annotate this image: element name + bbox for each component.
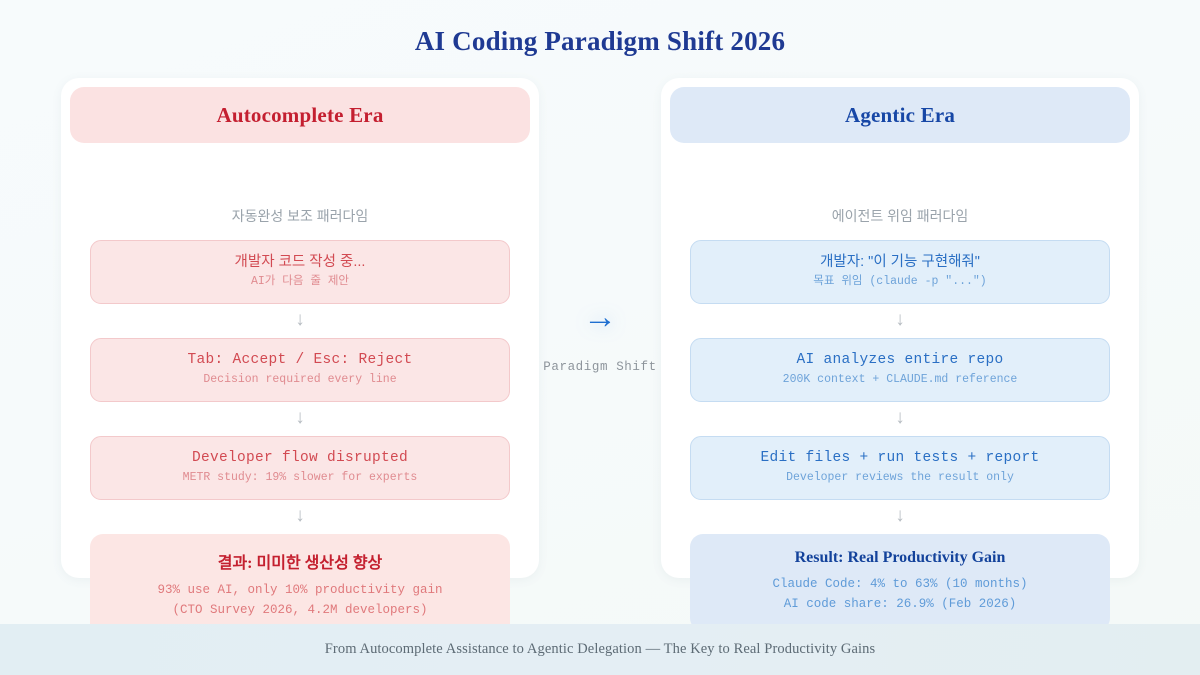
- step-sub-left-2: Decision required every line: [203, 373, 397, 387]
- step-main-left-2: Tab: Accept / Esc: Reject: [187, 352, 413, 369]
- panel-title-left: Autocomplete Era: [216, 102, 384, 127]
- step-box-left-2: Tab: Accept / Esc: Reject Decision requi…: [90, 338, 510, 403]
- step-main-left-1: 개발자 코드 작성 중...: [234, 254, 366, 270]
- flow-arrow-right-3: ↓: [895, 505, 905, 527]
- footer-band: From Autocomplete Assistance to Agentic …: [0, 624, 1200, 675]
- page-title: AI Coding Paradigm Shift 2026: [414, 26, 786, 56]
- step-box-left-3: Developer flow disrupted METR study: 19%…: [90, 436, 510, 501]
- panel-subtitle-left: 자동완성 보조 패러다임: [231, 208, 369, 224]
- result-box-left: 결과: 미미한 생산성 향상 93% use AI, only 10% prod…: [90, 534, 510, 637]
- result-title-left: 결과: 미미한 생산성 향상: [217, 555, 383, 573]
- paradigm-shift-transition: → Paradigm Shift: [539, 300, 661, 374]
- step-sub-left-1: AI가 다음 줄 제안: [251, 275, 349, 289]
- result-line-left-2: (CTO Survey 2026, 4.2M developers): [172, 602, 428, 617]
- panel-autocomplete-era: Autocomplete Era 자동완성 보조 패러다임 개발자 코드 작성 …: [61, 78, 539, 637]
- flow-arrow-right-1: ↓: [895, 309, 905, 331]
- flow-arrow-left-2: ↓: [295, 407, 305, 429]
- result-box-right: Result: Real Productivity Gain Claude Co…: [690, 534, 1110, 631]
- step-main-right-1: 개발자: "이 기능 구현해줘": [820, 254, 980, 270]
- panel-header-left: Autocomplete Era: [70, 87, 530, 143]
- step-main-right-2: AI analyzes entire repo: [796, 352, 1004, 369]
- flow-arrow-left-1: ↓: [295, 309, 305, 331]
- panel-agentic-era: Agentic Era 에이전트 위임 패러다임 개발자: "이 기능 구현해줘…: [661, 78, 1139, 631]
- right-arrow-icon: →: [583, 298, 617, 336]
- step-main-right-3: Edit files + run tests + report: [760, 450, 1040, 467]
- flow-arrow-left-3: ↓: [295, 505, 305, 527]
- flow-left: 개발자 코드 작성 중... AI가 다음 줄 제안 ↓ Tab: Accept…: [90, 240, 510, 637]
- step-main-left-3: Developer flow disrupted: [191, 450, 409, 467]
- panel-header-right: Agentic Era: [670, 87, 1130, 143]
- panel-title-right: Agentic Era: [844, 102, 956, 127]
- result-line-left-1: 93% use AI, only 10% productivity gain: [157, 583, 443, 598]
- result-line-right-2: AI code share: 26.9% (Feb 2026): [783, 596, 1017, 611]
- step-box-right-2: AI analyzes entire repo 200K context + C…: [690, 338, 1110, 403]
- step-sub-right-2: 200K context + CLAUDE.md reference: [782, 373, 1018, 387]
- flow-right: 개발자: "이 기능 구현해줘" 목표 위임 (claude -p "...")…: [690, 240, 1110, 631]
- footer-text: From Autocomplete Assistance to Agentic …: [324, 641, 876, 657]
- step-sub-left-3: METR study: 19% slower for experts: [182, 471, 418, 485]
- paradigm-shift-label: Paradigm Shift: [543, 360, 657, 374]
- step-box-right-3: Edit files + run tests + report Develope…: [690, 436, 1110, 501]
- step-sub-right-3: Developer reviews the result only: [786, 471, 1014, 485]
- result-line-right-1: Claude Code: 4% to 63% (10 months): [772, 577, 1028, 592]
- result-title-right: Result: Real Productivity Gain: [794, 549, 1006, 567]
- panel-subtitle-right: 에이전트 위임 패러다임: [831, 208, 969, 224]
- step-box-right-1: 개발자: "이 기능 구현해줘" 목표 위임 (claude -p "..."): [690, 240, 1110, 305]
- step-box-left-1: 개발자 코드 작성 중... AI가 다음 줄 제안: [90, 240, 510, 305]
- flow-arrow-right-2: ↓: [895, 407, 905, 429]
- step-sub-right-1: 목표 위임 (claude -p "..."): [813, 275, 987, 289]
